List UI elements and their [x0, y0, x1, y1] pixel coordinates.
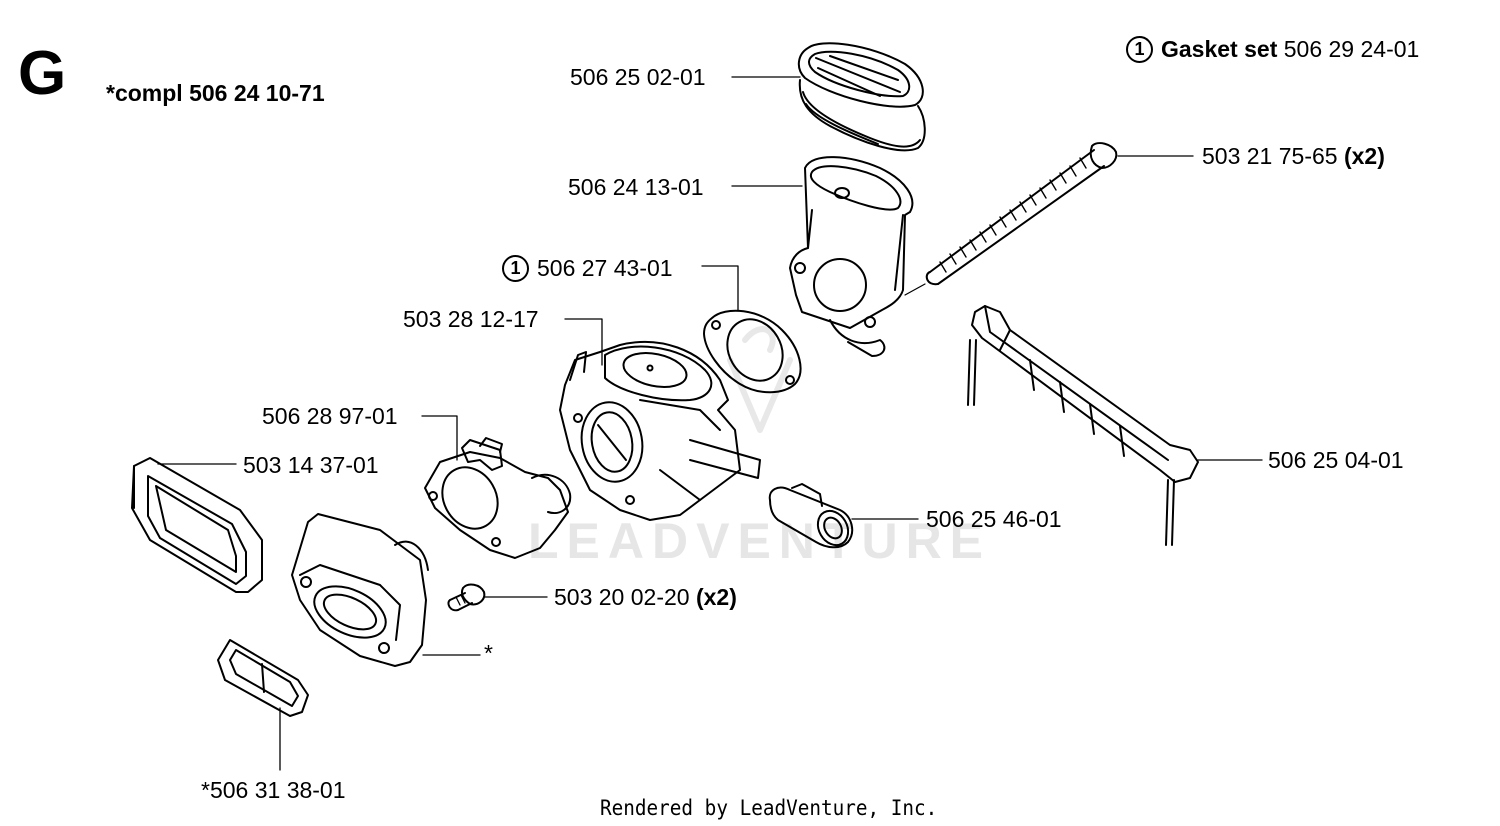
part-label[interactable]: 503 28 12-17	[403, 308, 539, 331]
part-quantity: (x2)	[695, 584, 737, 610]
part-label[interactable]: *	[484, 642, 493, 665]
part-number: 506 24 13-01	[568, 174, 704, 200]
part-number: 503 20 02-20	[554, 584, 690, 610]
part-label[interactable]: 503 20 02-20 (x2)	[554, 586, 737, 609]
part-number: 506 27 43-01	[537, 255, 673, 281]
part-throttle-housing	[424, 437, 572, 559]
part-label[interactable]: 506 25 04-01	[1268, 449, 1404, 472]
part-number: 506 28 97-01	[262, 403, 398, 429]
part-number: 506 25 02-01	[570, 64, 706, 90]
section-letter: G	[18, 39, 67, 108]
part-intake-adapter	[789, 156, 914, 357]
part-screw	[447, 583, 486, 612]
part-label[interactable]: 506 25 46-01	[926, 508, 1062, 531]
gasket-set-number: 506 29 24-01	[1283, 36, 1420, 62]
watermark-text: LEADVENTURE	[528, 513, 992, 569]
part-label[interactable]: 1 506 27 43-01	[502, 255, 673, 282]
part-label[interactable]: 506 24 13-01	[568, 176, 704, 199]
part-number: 503 21 75-65	[1202, 143, 1338, 169]
part-number: *506 31 38-01	[201, 777, 346, 803]
part-long-bolt	[904, 142, 1118, 296]
part-label[interactable]: 503 21 75-65 (x2)	[1202, 145, 1385, 168]
part-gasket-ring	[703, 309, 802, 394]
gasket-set-title: Gasket set	[1161, 36, 1278, 62]
part-number: 503 28 12-17	[403, 306, 539, 332]
footer-credit: Rendered by LeadVenture, Inc.	[600, 796, 938, 820]
part-number: 506 25 46-01	[926, 506, 1062, 532]
part-label[interactable]: 506 25 02-01	[570, 66, 706, 89]
part-label[interactable]: 503 14 37-01	[243, 454, 379, 477]
part-intake-manifold	[291, 513, 429, 667]
part-label[interactable]: *506 31 38-01	[201, 779, 346, 802]
part-small-gasket	[217, 639, 309, 717]
part-air-filter	[131, 457, 263, 593]
part-label[interactable]: 506 28 97-01	[262, 405, 398, 428]
gasket-set-label: 1 Gasket set 506 29 24-01	[1126, 36, 1419, 63]
part-carburetor	[559, 340, 761, 521]
compl-label: *compl 506 24 10-71	[106, 80, 325, 106]
part-boot-top	[797, 42, 926, 152]
part-number: *	[484, 640, 493, 666]
part-fuel-connector	[768, 483, 854, 549]
part-linkage-rod	[967, 305, 1199, 546]
part-number: 503 14 37-01	[243, 452, 379, 478]
part-quantity: (x2)	[1343, 143, 1385, 169]
part-number: 506 25 04-01	[1268, 447, 1404, 473]
circle-marker-icon: 1	[502, 255, 529, 282]
circle-marker-icon: 1	[1126, 36, 1153, 63]
leader-lines	[157, 76, 1263, 771]
